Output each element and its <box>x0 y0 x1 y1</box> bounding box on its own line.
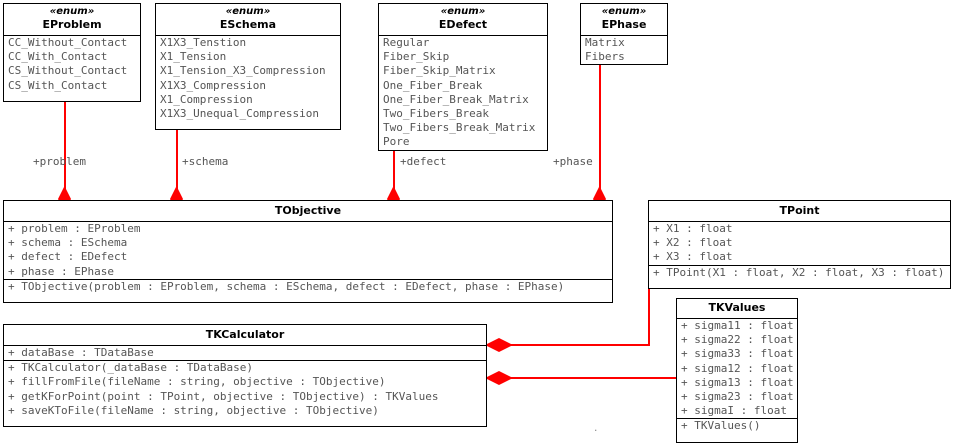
enum-literal: X1X3_Unequal_Compression <box>160 107 319 121</box>
operations-compartment-tpoint: + TPoint(X1 : float, X2 : float, X3 : fl… <box>649 264 950 288</box>
operations-compartment-tobjective: + TObjective(problem : EProblem, schema … <box>4 278 612 303</box>
attribute-row: + schema : ESchema <box>8 236 128 250</box>
operation-row: + TPoint(X1 : float, X2 : float, X3 : fl… <box>653 265 945 279</box>
class-name-eproblem: EProblem <box>42 18 102 31</box>
enum-literal: Fiber_Skip_Matrix <box>383 64 496 78</box>
attribute-row: + X1 : float <box>653 222 733 235</box>
class-header-edefect: «enum» EDefect <box>379 4 547 36</box>
class-header-tobjective: TObjective <box>4 201 612 222</box>
class-box-tkvalues[interactable]: TKValues + sigma11 : float + sigma22 : f… <box>676 298 798 443</box>
operations-compartment-tkcalculator: + TKCalculator(_dataBase : TDataBase) + … <box>4 360 486 427</box>
class-box-tpoint[interactable]: TPoint + X1 : float + X2 : float + X3 : … <box>648 200 951 289</box>
stereotype-label-eproblem: «enum» <box>49 6 95 17</box>
attribute-row: + sigma13 : float <box>681 375 794 389</box>
enum-literal: Matrix <box>585 36 625 49</box>
class-box-tkcalculator[interactable]: TKCalculator + dataBase : TDataBase + TK… <box>3 324 487 428</box>
class-box-eproblem[interactable]: «enum» EProblem CC_Without_Contact CC_Wi… <box>3 3 141 102</box>
attribute-row: + sigmaI : float <box>681 404 787 418</box>
class-header-eproblem: «enum» EProblem <box>4 4 140 36</box>
enum-literal: One_Fiber_Break <box>383 78 483 92</box>
attribute-row: + sigma33 : float <box>681 347 794 361</box>
class-name-tobjective: TObjective <box>274 204 342 217</box>
attribute-row: + X2 : float <box>653 236 733 250</box>
connector-kvalues-horizontal <box>500 377 676 379</box>
attributes-compartment-tkvalues: + sigma11 : float + sigma22 : float + si… <box>677 319 797 419</box>
enum-literal: CS_With_Contact <box>8 78 108 92</box>
attribute-row: + phase : EPhase <box>8 264 114 278</box>
attributes-compartment-tkcalculator: + dataBase : TDataBase <box>4 346 486 361</box>
association-label-phase: +phase <box>553 155 593 168</box>
operations-compartment-tkvalues: + TKValues() <box>677 418 797 442</box>
enum-literal: X1X3_Compression <box>160 78 266 92</box>
enum-literal: X1_Compression <box>160 92 253 106</box>
enum-literal: X1X3_Tenstion <box>160 36 247 49</box>
class-header-tkcalculator: TKCalculator <box>4 325 486 346</box>
connector-phase-line <box>599 60 601 194</box>
connector-point-horizontal <box>500 344 650 346</box>
class-box-edefect[interactable]: «enum» EDefect Regular Fiber_Skip Fiber_… <box>378 3 548 151</box>
stereotype-label-edefect: «enum» <box>440 6 486 17</box>
class-header-ephase: «enum» EPhase <box>581 4 667 36</box>
class-name-eschema: ESchema <box>219 18 277 31</box>
class-box-ephase[interactable]: «enum» EPhase Matrix Fibers <box>580 3 668 66</box>
enum-literal: Two_Fibers_Break <box>383 107 489 121</box>
class-name-tkcalculator: TKCalculator <box>205 328 285 341</box>
connector-problem-line <box>64 92 66 194</box>
attribute-row: + sigma22 : float <box>681 333 794 347</box>
class-name-edefect: EDefect <box>438 18 488 31</box>
attribute-row: + sigma12 : float <box>681 361 794 375</box>
aggregation-diamond-kvalues <box>485 371 513 385</box>
operation-row: + TKValues() <box>681 419 761 433</box>
attribute-row: + dataBase : TDataBase <box>8 346 154 359</box>
association-label-problem: +problem <box>33 155 86 168</box>
operation-row: + TKCalculator(_dataBase : TDataBase) <box>8 361 254 375</box>
class-name-ephase: EPhase <box>601 18 647 31</box>
class-header-tkvalues: TKValues <box>677 299 797 319</box>
association-label-defect: +defect <box>400 155 447 168</box>
enum-literal: CC_Without_Contact <box>8 36 128 49</box>
attributes-compartment-tobjective: + problem : EProblem + schema : ESchema … <box>4 222 612 279</box>
enum-literal: X1_Tension <box>160 50 227 64</box>
connector-schema-line <box>176 118 178 194</box>
enum-literal: Two_Fibers_Break_Matrix <box>383 121 536 135</box>
enum-literal: Fiber_Skip <box>383 50 450 64</box>
literals-compartment-eproblem: CC_Without_Contact CC_With_Contact CS_Wi… <box>4 36 140 101</box>
attribute-row: + sigma11 : float <box>681 319 794 332</box>
enum-literal: One_Fiber_Break_Matrix <box>383 92 529 106</box>
stereotype-label-ephase: «enum» <box>601 6 647 17</box>
enum-literal: CC_With_Contact <box>8 50 108 64</box>
association-label-schema: +schema <box>182 155 229 168</box>
literals-compartment-edefect: Regular Fiber_Skip Fiber_Skip_Matrix One… <box>379 36 547 150</box>
attribute-row: + problem : EProblem <box>8 222 141 235</box>
class-name-tkvalues: TKValues <box>708 301 766 314</box>
aggregation-diamond-point <box>485 338 513 352</box>
operation-row: + saveKToFile(fileName : string, objecti… <box>8 403 379 417</box>
connector-point-vertical <box>648 284 650 346</box>
class-header-tpoint: TPoint <box>649 201 950 222</box>
canvas-marker-dot: . <box>593 424 599 434</box>
attributes-compartment-tpoint: + X1 : float + X2 : float + X3 : float <box>649 222 950 265</box>
enum-literal: Fibers <box>585 50 625 64</box>
class-name-tpoint: TPoint <box>779 204 820 217</box>
enum-literal: Regular <box>383 36 430 49</box>
class-box-eschema[interactable]: «enum» ESchema X1X3_Tenstion X1_Tension … <box>155 3 341 131</box>
enum-literal: Pore <box>383 135 410 149</box>
literals-compartment-eschema: X1X3_Tenstion X1_Tension X1_Tension_X3_C… <box>156 36 340 130</box>
enum-literal: X1_Tension_X3_Compression <box>160 64 326 78</box>
operation-row: + fillFromFile(fileName : string, object… <box>8 375 386 389</box>
attribute-row: + X3 : float <box>653 250 733 264</box>
attribute-row: + sigma23 : float <box>681 390 794 404</box>
attribute-row: + defect : EDefect <box>8 250 128 264</box>
connector-defect-line <box>393 135 395 194</box>
operation-row: + TObjective(problem : EProblem, schema … <box>8 279 565 293</box>
enum-literal: CS_Without_Contact <box>8 64 128 78</box>
operation-row: + getKForPoint(point : TPoint, objective… <box>8 389 439 403</box>
literals-compartment-ephase: Matrix Fibers <box>581 36 667 65</box>
stereotype-label-eschema: «enum» <box>225 6 271 17</box>
class-box-tobjective[interactable]: TObjective + problem : EProblem + schema… <box>3 200 613 304</box>
class-header-eschema: «enum» ESchema <box>156 4 340 36</box>
